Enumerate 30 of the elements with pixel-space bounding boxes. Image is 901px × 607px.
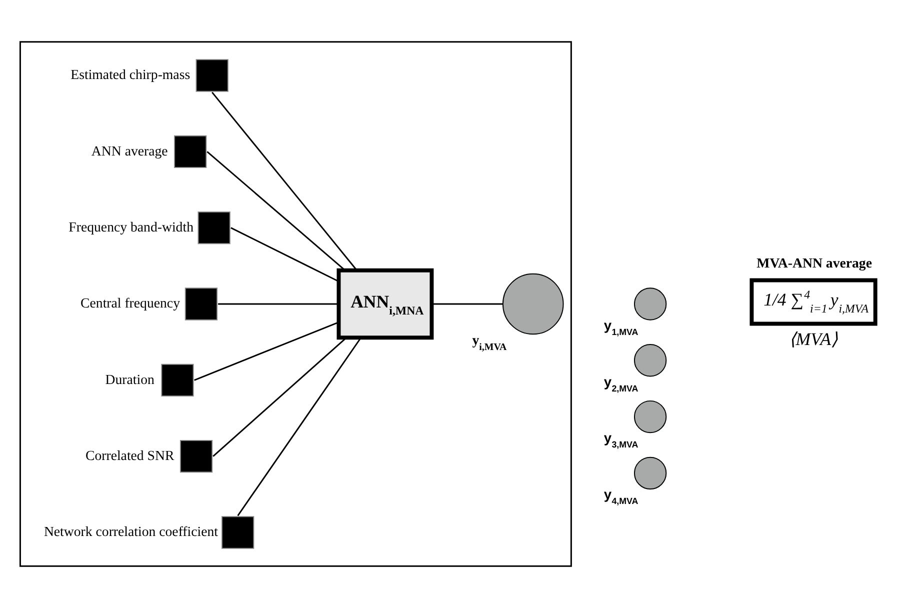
node-label: Duration — [105, 371, 154, 386]
node-circle — [634, 456, 667, 489]
node-label: Estimated chirp-mass — [70, 66, 190, 82]
node-label: Network correlation coefficient — [44, 524, 218, 539]
connector — [218, 302, 338, 304]
node-circle — [634, 287, 667, 320]
node-label: ANN average — [91, 142, 168, 158]
node-circle — [502, 272, 564, 334]
node-label: y$_{4,MVA}$ — [604, 486, 638, 506]
node-label: Central frequency — [80, 295, 180, 310]
node-box: ANN$_{i,MNA}$ — [336, 268, 434, 340]
node-label: y$_{1,MVA}$ — [604, 316, 638, 336]
node-label: ⟨MVA⟩ — [788, 328, 838, 348]
connector — [212, 91, 358, 270]
node-label: y$_{i,MVA}$ — [472, 332, 507, 352]
connector — [194, 321, 339, 380]
node-circle — [634, 344, 667, 376]
connector — [230, 226, 339, 282]
node-label: y$_{3,MVA}$ — [604, 429, 638, 450]
node-circle — [634, 400, 667, 433]
connector — [432, 302, 503, 304]
connector — [212, 336, 347, 456]
cluster — [19, 40, 572, 566]
node-label: y$_{2,MVA}$ — [604, 372, 638, 393]
node-label: MVA-ANN average — [756, 255, 872, 270]
node-box: 1/4 ∑$^{4}$$_{i=1}$ y$_{i,MVA}$ — [750, 278, 878, 326]
connector — [206, 150, 346, 270]
node-label: Correlated SNR — [85, 447, 174, 462]
connector — [237, 337, 362, 516]
node-label: Frequency band-width — [68, 218, 194, 234]
